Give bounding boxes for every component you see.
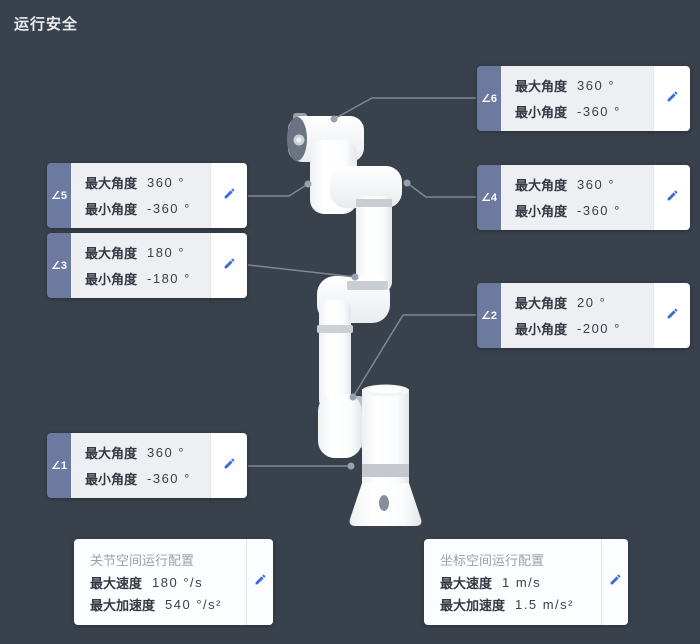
max-accel-row: 最大加速度 540 °/s² xyxy=(90,595,246,614)
max-angle-row: 最大角度 360 ° xyxy=(85,443,204,462)
edit-button[interactable] xyxy=(210,233,247,298)
robot-arm xyxy=(287,113,422,526)
edit-button[interactable] xyxy=(601,539,628,625)
max-angle-label: 最大角度 xyxy=(85,246,138,261)
max-angle-row: 最大角度 180 ° xyxy=(85,243,204,262)
max-speed-row: 最大速度 1 m/s xyxy=(440,573,601,592)
joint-6-limit-card: ∠6 最大角度 360 ° 最小角度 -360 ° xyxy=(477,66,690,131)
max-accel-label: 最大加速度 xyxy=(90,598,156,613)
joint-1-badge: ∠1 xyxy=(47,433,71,498)
edit-button[interactable] xyxy=(653,66,690,131)
connector-line-j3 xyxy=(247,264,356,278)
cartesian-space-config-card: 坐标空间运行配置 最大速度 1 m/s 最大加速度 1.5 m/s² xyxy=(424,539,628,625)
joint-space-config-title: 关节空间运行配置 xyxy=(90,553,195,568)
min-angle-value: -360 ° xyxy=(577,104,621,119)
max-angle-label: 最大角度 xyxy=(85,446,138,461)
max-accel-row: 最大加速度 1.5 m/s² xyxy=(440,595,601,614)
joint-4-badge: ∠4 xyxy=(477,165,501,230)
joint-6-badge: ∠6 xyxy=(477,66,501,131)
min-angle-label: 最小角度 xyxy=(85,202,138,217)
max-angle-label: 最大角度 xyxy=(85,176,138,191)
joint-space-config-card: 关节空间运行配置 最大速度 180 °/s 最大加速度 540 °/s² xyxy=(74,539,273,625)
edit-pencil-icon xyxy=(254,573,267,591)
min-angle-row: 最小角度 -200 ° xyxy=(515,319,647,338)
max-angle-value: 20 ° xyxy=(577,295,607,310)
min-angle-label: 最小角度 xyxy=(85,472,138,487)
max-angle-label: 最大角度 xyxy=(515,178,568,193)
edit-button[interactable] xyxy=(246,539,273,625)
min-angle-label: 最小角度 xyxy=(85,272,138,287)
edit-pencil-icon xyxy=(609,573,622,591)
joint-4-limit-card: ∠4 最大角度 360 ° 最小角度 -360 ° xyxy=(477,165,690,230)
cartesian-space-config-title: 坐标空间运行配置 xyxy=(440,553,545,568)
min-angle-value: -180 ° xyxy=(147,271,191,286)
max-angle-value: 360 ° xyxy=(577,78,616,93)
max-angle-row: 最大角度 360 ° xyxy=(515,76,647,95)
base-mount-hole xyxy=(379,495,389,511)
max-angle-label: 最大角度 xyxy=(515,79,568,94)
max-accel-value: 540 °/s² xyxy=(165,597,222,612)
min-angle-value: -360 ° xyxy=(147,471,191,486)
min-angle-row: 最小角度 -360 ° xyxy=(515,201,647,220)
edit-pencil-icon xyxy=(223,187,236,205)
edit-pencil-icon xyxy=(223,457,236,475)
max-angle-value: 360 ° xyxy=(147,175,186,190)
min-angle-row: 最小角度 -360 ° xyxy=(85,469,204,488)
min-angle-label: 最小角度 xyxy=(515,105,568,120)
edit-button[interactable] xyxy=(210,433,247,498)
edit-pencil-icon xyxy=(223,257,236,275)
min-angle-label: 最小角度 xyxy=(515,204,568,219)
max-angle-row: 最大角度 360 ° xyxy=(515,175,647,194)
joint-2-limit-card: ∠2 最大角度 20 ° 最小角度 -200 ° xyxy=(477,283,690,348)
connector-dots xyxy=(304,115,411,470)
max-angle-value: 360 ° xyxy=(147,445,186,460)
joint-5-limit-card: ∠5 最大角度 360 ° 最小角度 -360 ° xyxy=(47,163,247,228)
min-angle-label: 最小角度 xyxy=(515,322,568,337)
connector-line-j5 xyxy=(248,183,309,197)
max-angle-value: 360 ° xyxy=(577,177,616,192)
max-speed-label: 最大速度 xyxy=(440,575,493,591)
joint-3-badge: ∠3 xyxy=(47,233,71,298)
connector-line-j6 xyxy=(333,97,476,120)
connector-lines xyxy=(247,97,476,467)
edit-button[interactable] xyxy=(653,165,690,230)
max-angle-value: 180 ° xyxy=(147,245,186,260)
max-angle-row: 最大角度 360 ° xyxy=(85,173,204,192)
min-angle-value: -360 ° xyxy=(577,203,621,218)
edit-pencil-icon xyxy=(666,90,679,108)
max-speed-label: 最大速度 xyxy=(90,575,143,591)
page-title: 运行安全 xyxy=(14,16,79,33)
connector-line-j4 xyxy=(406,182,476,198)
max-angle-label: 最大角度 xyxy=(515,296,568,311)
edit-pencil-icon xyxy=(666,307,679,325)
joint-1-limit-card: ∠1 最大角度 360 ° 最小角度 -360 ° xyxy=(47,433,247,498)
edit-pencil-icon xyxy=(666,189,679,207)
edit-button[interactable] xyxy=(653,283,690,348)
min-angle-row: 最小角度 -360 ° xyxy=(85,199,204,218)
max-accel-label: 最大加速度 xyxy=(440,598,506,613)
max-accel-value: 1.5 m/s² xyxy=(515,597,574,612)
max-angle-row: 最大角度 20 ° xyxy=(515,293,647,312)
max-speed-row: 最大速度 180 °/s xyxy=(90,573,246,592)
joint-3-limit-card: ∠3 最大角度 180 ° 最小角度 -180 ° xyxy=(47,233,247,298)
max-speed-value: 180 °/s xyxy=(152,574,204,590)
max-speed-value: 1 m/s xyxy=(502,574,542,590)
min-angle-value: -200 ° xyxy=(577,321,621,336)
joint-2-badge: ∠2 xyxy=(477,283,501,348)
connector-line-j2 xyxy=(352,314,476,398)
edit-button[interactable] xyxy=(210,163,247,228)
joint-5-badge: ∠5 xyxy=(47,163,71,228)
min-angle-row: 最小角度 -360 ° xyxy=(515,102,647,121)
min-angle-row: 最小角度 -180 ° xyxy=(85,269,204,288)
min-angle-value: -360 ° xyxy=(147,201,191,216)
